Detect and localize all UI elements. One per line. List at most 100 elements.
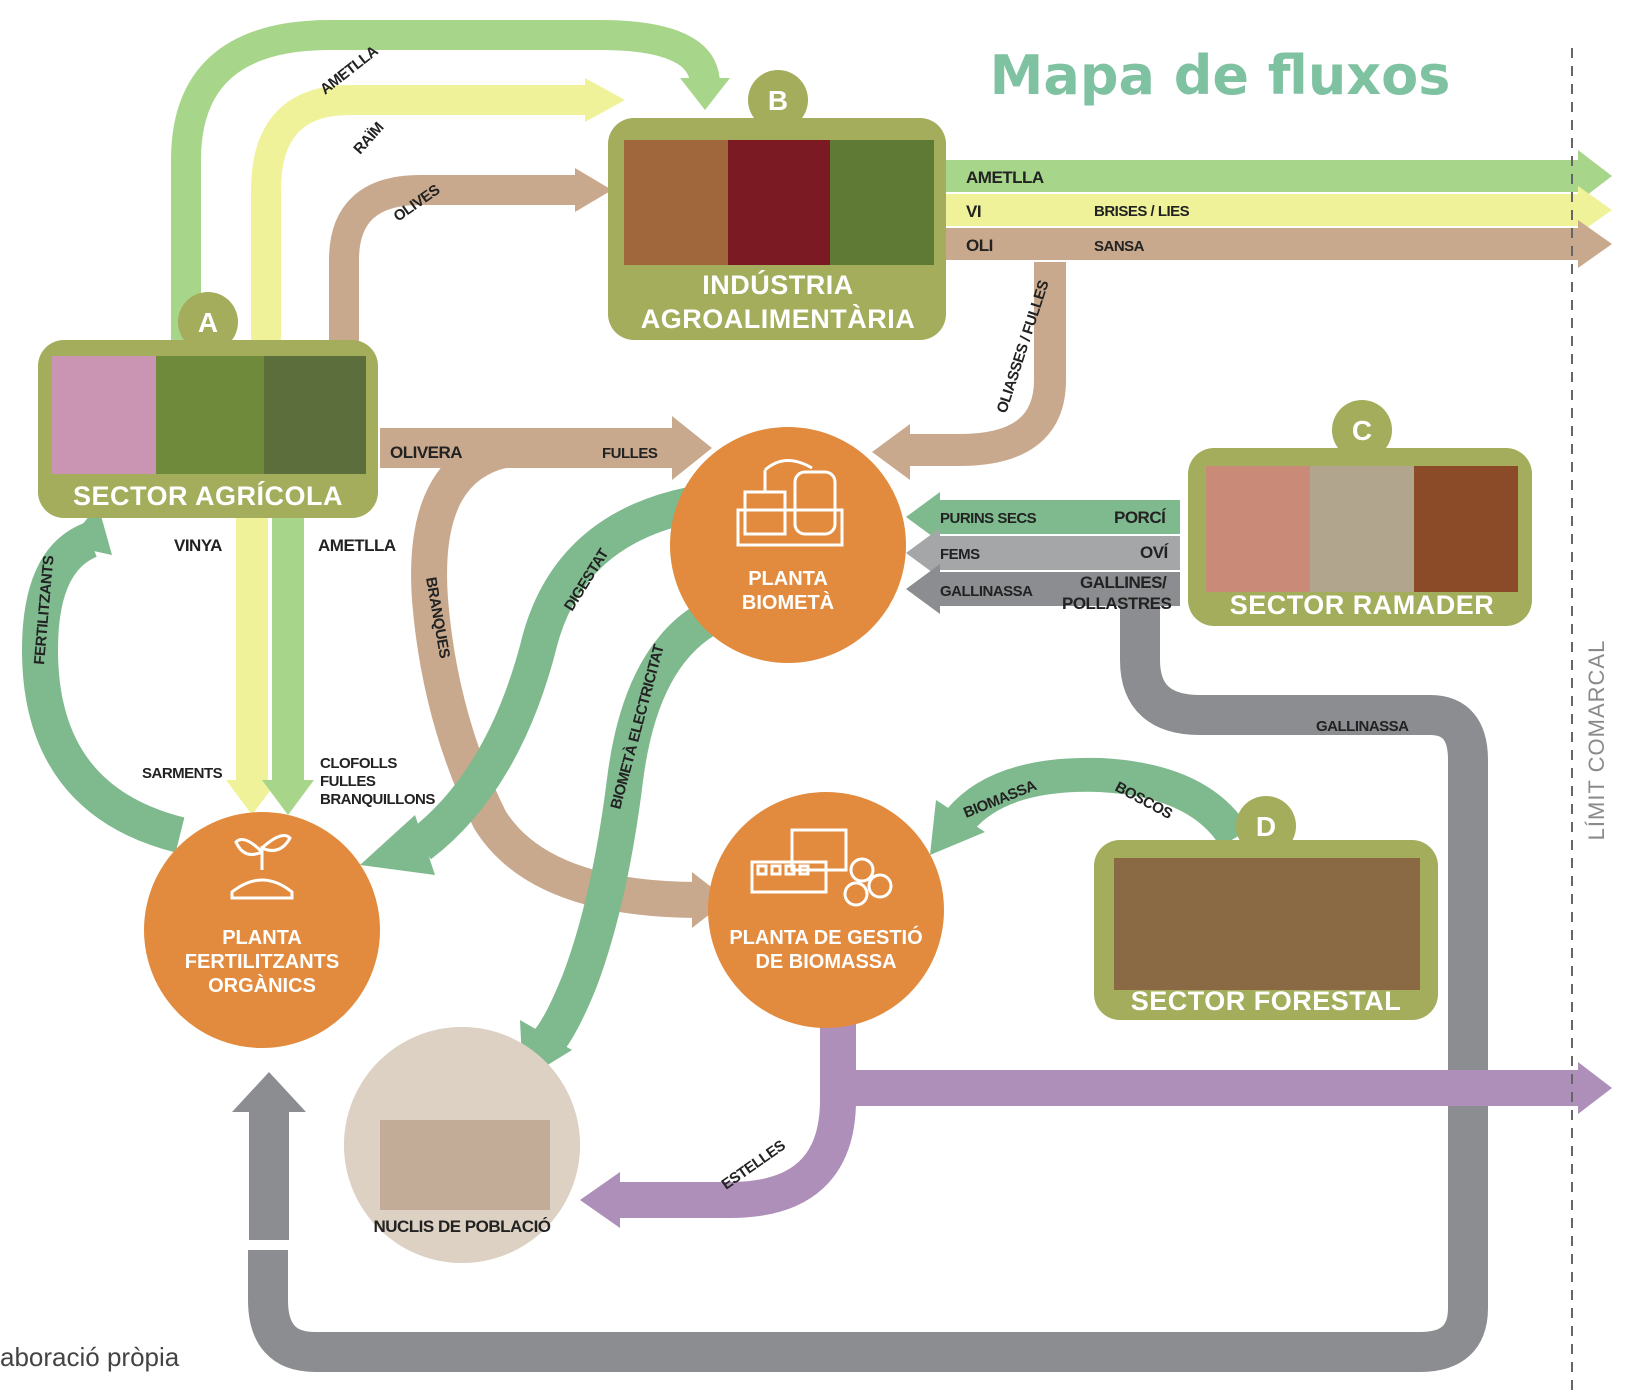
- export-sansa-label: SANSA: [1094, 238, 1145, 255]
- export-vi-band: [940, 194, 1580, 226]
- sprout-icon: [230, 834, 294, 900]
- vineyard-photo: [156, 356, 264, 474]
- limit-label: LÍMIT COMARCAL: [1584, 640, 1609, 841]
- olivera-band: [380, 428, 680, 468]
- vinya-down-head: [226, 780, 278, 815]
- source-note: aboració pròpia: [0, 1342, 180, 1372]
- planta-biomassa: PLANTA DE GESTIÓ DE BIOMASSA: [708, 792, 944, 1028]
- biometa-electricitat-band: [531, 604, 715, 1058]
- oliasses-band: [905, 262, 1066, 466]
- gallinassa-c-band: [935, 572, 1180, 606]
- export-ametlla-band: [940, 160, 1580, 192]
- oliasses-head: [872, 424, 910, 480]
- sector-b-title-line2: AGROALIMENTÀRIA: [641, 303, 915, 334]
- sector-a-badge: [178, 292, 238, 352]
- biogas-plant-icon: [736, 459, 844, 547]
- sector-c-title: SECTOR RAMADER: [1230, 590, 1495, 620]
- sheep-photo: [1310, 466, 1414, 592]
- biomass-export-band: [830, 1070, 1580, 1106]
- fems-head: [906, 528, 940, 578]
- export-vi-head: [1578, 186, 1612, 234]
- olives-arc-band: [329, 175, 580, 360]
- estelles-band: [615, 1015, 856, 1218]
- gallinassa-loop-band: [248, 598, 1488, 1372]
- ametlla-down-label: AMETLLA: [318, 536, 396, 555]
- wine-photo: [728, 140, 830, 265]
- vinya-down-band: [236, 500, 268, 785]
- export-oli-head: [1578, 220, 1612, 268]
- sector-a-badge-label: A: [198, 307, 218, 338]
- fertilitzants-band: [21, 523, 185, 853]
- export-brises-label: BRISES / LIES: [1094, 203, 1190, 220]
- gallinassa-c-head: [906, 564, 940, 614]
- sector-b-title-line1: INDÚSTRIA: [702, 269, 854, 300]
- nuclis-label: NUCLIS DE POBLACIÓ: [373, 1217, 550, 1236]
- biomassa-head: [930, 800, 985, 855]
- planta-fertilitzants-line1: PLANTA: [222, 927, 302, 949]
- olivera-label: OLIVERA: [390, 443, 462, 462]
- olivera-head: [672, 416, 712, 480]
- purins-band: [935, 500, 1180, 534]
- planta-biometa: PLANTA BIOMETÀ: [670, 427, 906, 663]
- gallines-line1: GALLINES/: [1080, 573, 1167, 592]
- sector-c-badge-label: C: [1352, 415, 1372, 446]
- hens-photo: [1414, 466, 1518, 592]
- olives-arc-head: [575, 168, 612, 212]
- sector-b-badge-label: B: [768, 85, 788, 116]
- digestat-band: [408, 487, 694, 860]
- raim-arc-head: [585, 78, 625, 122]
- gallines-line2: POLLASTRES: [1062, 594, 1171, 613]
- buildings-photo: [380, 1120, 550, 1210]
- ametlla-down-head: [262, 780, 314, 815]
- raim-arc-band: [251, 85, 590, 360]
- biomassa-band: [946, 757, 1250, 848]
- purins-head: [906, 492, 940, 542]
- raim-label: RAÏM: [350, 119, 387, 157]
- planta-biomassa-line2: DE BIOMASSA: [755, 951, 896, 973]
- olive-grove-photo: [264, 356, 366, 474]
- ametlla-arc-head: [680, 78, 730, 110]
- sector-industria: B INDÚSTRIA AGROALIMENTÀRIA: [608, 70, 946, 340]
- olives-photo: [830, 140, 934, 265]
- sector-a-title: SECTOR AGRÍCOLA: [73, 480, 343, 511]
- planta-fertilitzants-line2: FERTILITZANTS: [185, 951, 339, 973]
- sector-d-badge: [1236, 796, 1296, 856]
- export-oli-band: [940, 228, 1580, 260]
- ametlla-down-band: [272, 500, 304, 785]
- title: Mapa de fluxos: [990, 44, 1451, 107]
- planta-fertilitzants: PLANTA FERTILITZANTS ORGÀNICS: [144, 812, 380, 1048]
- fems-band: [935, 536, 1180, 570]
- planta-biomassa-line1: PLANTA DE GESTIÓ: [729, 925, 922, 949]
- purins-label: PURINS SECS: [940, 510, 1037, 527]
- clofolls-line3: BRANQUILLONS: [320, 791, 435, 808]
- clofolls-line2: FULLES: [320, 773, 376, 790]
- biomass-export-head: [1578, 1062, 1612, 1114]
- ametlla-arc-band: [171, 20, 720, 360]
- export-ametlla-label: AMETLLA: [966, 168, 1044, 187]
- fems-label: FEMS: [940, 546, 980, 563]
- porci-label: PORCÍ: [1114, 508, 1167, 527]
- biomass-plant-icon: [750, 828, 893, 907]
- logs-photo: [1114, 858, 1420, 990]
- pigs-photo: [1206, 466, 1310, 592]
- sector-agricola: A SECTOR AGRÍCOLA: [38, 292, 378, 518]
- sector-d-title: SECTOR FORESTAL: [1131, 986, 1402, 1016]
- sector-ramader: C SECTOR RAMADER: [1188, 400, 1532, 626]
- sector-d-badge-label: D: [1256, 811, 1276, 842]
- export-oli-label: OLI: [966, 236, 993, 255]
- almonds-photo: [624, 140, 728, 265]
- gallinassa-c-label: GALLINASSA: [940, 583, 1033, 600]
- export-ametlla-head: [1578, 150, 1612, 202]
- sarments-label: SARMENTS: [142, 765, 223, 782]
- sector-forestal: D SECTOR FORESTAL: [1094, 796, 1438, 1020]
- gallinassa-loop-label: GALLINASSA: [1316, 718, 1409, 735]
- digestat-head: [360, 815, 435, 875]
- planta-biometa-line1: PLANTA: [748, 568, 828, 590]
- clofolls-line1: CLOFOLLS: [320, 755, 397, 772]
- fulles-label: FULLES: [602, 445, 658, 462]
- orchard-photo: [52, 356, 156, 474]
- ovi-label: OVÍ: [1140, 543, 1170, 562]
- vinya-label: VINYA: [174, 536, 222, 555]
- planta-fertilitzants-line3: ORGÀNICS: [208, 974, 316, 997]
